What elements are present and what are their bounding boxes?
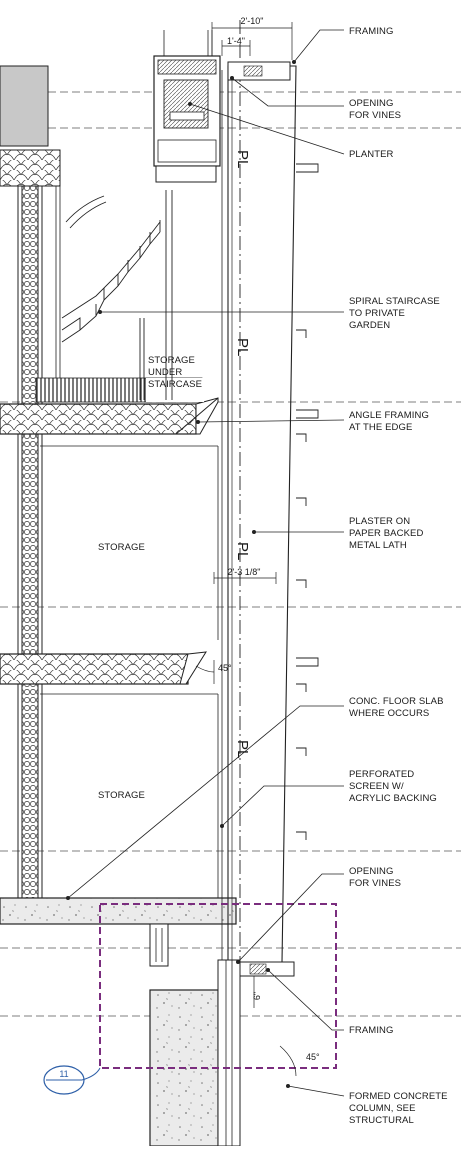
callout-line: CONC. FLOOR SLAB <box>349 696 444 707</box>
dim-slab-gap: 6" <box>252 992 262 1000</box>
callout-framing-bottom: FRAMING <box>349 1025 394 1036</box>
callout-line: ACRYLIC BACKING <box>349 793 437 804</box>
planter <box>153 30 221 183</box>
detail-bubble[interactable]: 11 <box>43 1065 101 1095</box>
screen-wall <box>221 61 319 977</box>
room-label-storage-2: STORAGE <box>98 790 145 801</box>
callout-angle-framing: ANGLE FRAMING AT THE EDGE <box>349 410 429 433</box>
callout-line: PERFORATED <box>349 769 414 780</box>
callout-line: FOR VINES <box>349 878 401 889</box>
callout-line: OPENING <box>349 866 394 877</box>
callout-conc-slab: CONC. FLOOR SLAB WHERE OCCURS <box>349 696 444 719</box>
detail-bubble-number: 11 <box>59 1069 68 1079</box>
building-section <box>0 65 237 925</box>
room-label-line: STAIRCASE <box>148 379 202 390</box>
callout-plaster: PLASTER ON PAPER BACKED METAL LATH <box>349 516 423 551</box>
callout-formed-column: FORMED CONCRETE COLUMN, SEE STRUCTURAL <box>349 1091 448 1126</box>
callout-line: FRAMING <box>349 1025 394 1036</box>
detail-boundary <box>99 903 337 1069</box>
callout-line: AT THE EDGE <box>349 422 412 433</box>
callout-opening-vines-top: OPENING FOR VINES <box>349 98 401 121</box>
leader-dots <box>66 60 296 1088</box>
callout-perforated-screen: PERFORATED SCREEN W/ ACRYLIC BACKING <box>349 769 437 804</box>
callout-line: COLUMN, SEE <box>349 1103 416 1114</box>
callout-opening-vines-bottom: OPENING FOR VINES <box>349 866 401 889</box>
angle-upper: 45° <box>218 663 232 673</box>
callout-line: PLASTER ON <box>349 516 410 527</box>
leader-lines <box>67 29 345 1097</box>
callout-spiral-staircase: SPIRAL STAIRCASE TO PRIVATE GARDEN <box>349 296 440 331</box>
angle-lower: 45° <box>306 1052 320 1062</box>
callout-line: PLANTER <box>349 149 394 160</box>
room-label-line: UNDER <box>148 367 182 378</box>
callout-line: TO PRIVATE <box>349 308 405 319</box>
pl-marker-1: PL <box>234 150 251 168</box>
dim-mid: 2'-3 1/8" <box>228 567 261 577</box>
callout-line: FOR VINES <box>349 110 401 121</box>
callout-line: FRAMING <box>349 26 394 37</box>
callout-line: GARDEN <box>349 320 390 331</box>
callout-line: FORMED CONCRETE <box>349 1091 448 1102</box>
concrete-column <box>149 923 241 1147</box>
callout-line: PAPER BACKED <box>349 528 423 539</box>
room-label-line: STORAGE <box>148 355 195 366</box>
spiral-staircase <box>61 190 173 400</box>
pl-marker-2: PL <box>234 338 251 356</box>
callout-line: OPENING <box>349 98 394 109</box>
callout-line: ANGLE FRAMING <box>349 410 429 421</box>
callout-line: SPIRAL STAIRCASE <box>349 296 440 307</box>
dim-overall-top: 2'-10" <box>241 16 264 26</box>
callout-planter: PLANTER <box>349 149 394 160</box>
pl-marker-4: PL <box>234 740 251 758</box>
room-label-storage-1: STORAGE <box>98 542 145 553</box>
callout-framing-top: FRAMING <box>349 26 394 37</box>
pl-marker-3: PL <box>234 542 251 560</box>
room-label-storage-under-staircase: STORAGE UNDER STAIRCASE <box>148 355 202 390</box>
callout-line: WHERE OCCURS <box>349 708 429 719</box>
dim-inner-top: 1'-4" <box>227 36 245 46</box>
callout-line: STRUCTURAL <box>349 1115 414 1126</box>
callout-line: SCREEN W/ <box>349 781 404 792</box>
callout-line: METAL LATH <box>349 540 407 551</box>
dimension-lines <box>195 22 297 1077</box>
